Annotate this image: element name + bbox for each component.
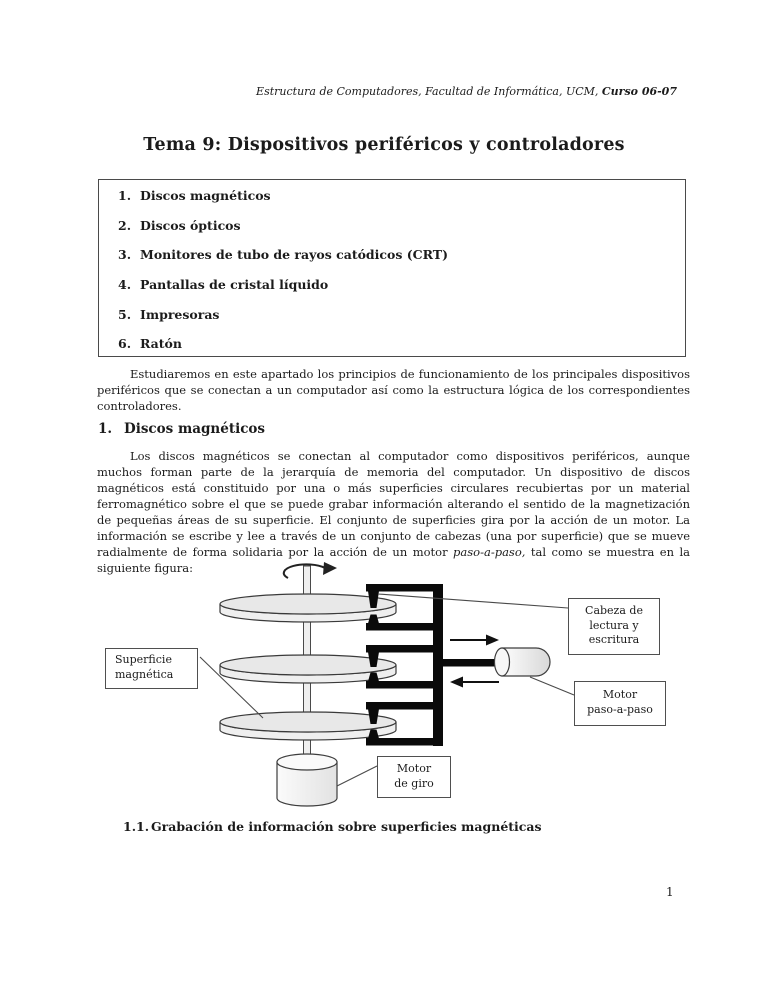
intro-paragraph: Estudiaremos en este apartado los princi… (97, 367, 690, 413)
connector-motor-giro (336, 765, 378, 787)
toc-item-number: 2. (118, 217, 132, 233)
connector-superficie (199, 656, 264, 719)
label-spin-motor: Motor de giro (377, 756, 451, 798)
running-header: Estructura de Computadores, Facultad de … (256, 85, 677, 98)
spin-motor-top (276, 753, 338, 771)
actuator-spine (433, 584, 443, 746)
label-stepper-motor: Motor paso-a-paso (574, 681, 666, 726)
section-1-number: 1. (98, 421, 113, 437)
section-1-1-title: Grabación de información sobre superfici… (151, 819, 542, 834)
platter-1-top (219, 593, 397, 615)
head-2-upper (368, 652, 379, 667)
disk-drive-diagram (199, 562, 575, 807)
header-course-text: Estructura de Computadores, Facultad de … (256, 85, 602, 98)
rotation-arrow (282, 563, 326, 579)
toc-item-2: 2. Discos ópticos (99, 217, 685, 249)
arm-2-bottom-bar (366, 681, 443, 689)
toc-item-label: Pantallas de cristal líquido (140, 277, 329, 293)
head-3-lower (368, 729, 379, 739)
arrow-right-head (486, 634, 499, 646)
topic-outline-box: 1. Discos magnéticos 2. Discos ópticos 3. M… (98, 179, 686, 357)
page-title: Tema 9: Dispositivos periféricos y contr… (143, 135, 625, 155)
toc-item-label: Ratón (140, 336, 182, 352)
toc-item-number: 3. (118, 247, 132, 263)
rotation-arrowhead (323, 562, 337, 575)
head-1-lower (368, 614, 379, 624)
connector-cabeza (377, 593, 569, 609)
head-3-upper (368, 709, 379, 724)
head-2-lower (368, 672, 379, 682)
stepper-motor-cap (493, 647, 511, 677)
arm-1-bottom-bar (366, 623, 443, 631)
toc-item-label: Monitores de tubo de rayos catódicos (CR… (140, 247, 449, 263)
toc-item-number: 6. (118, 336, 132, 352)
arm-3-bottom-bar (366, 738, 443, 746)
toc-item-6: 6. Ratón (99, 337, 685, 367)
page-number: 1 (666, 885, 674, 899)
label-read-write-head: Cabeza de lectura y escritura (568, 598, 660, 655)
header-term-text: Curso 06-07 (601, 85, 677, 98)
section-1-title: Discos magnéticos (124, 421, 266, 437)
paragraph-text: Los discos magnéticos se conectan al com… (97, 449, 690, 559)
toc-item-3: 3. Monitores de tubo de rayos catódicos (… (99, 248, 685, 278)
toc-item-number: 5. (118, 306, 132, 322)
section-1-heading: 1. Discos magnéticos (98, 421, 265, 437)
toc-item-number: 1. (118, 188, 132, 203)
disk-drive-figure: Cabeza de lectura y escritura Superficie… (0, 556, 768, 818)
toc-item-1: 1. Discos magnéticos (99, 189, 685, 219)
head-1-upper (368, 591, 379, 608)
connector-motor-paso (529, 676, 575, 696)
toc-item-label: Discos ópticos (140, 217, 241, 233)
toc-item-label: Discos magnéticos (140, 188, 271, 203)
arm-1-top-bar (366, 584, 443, 592)
actuator-rod (443, 659, 502, 667)
toc-item-5: 5. Impresoras (99, 306, 685, 338)
toc-item-4: 4. Pantallas de cristal líquido (99, 278, 685, 308)
label-magnetic-surface: Superficie magnética (105, 648, 198, 689)
arrow-left-head (450, 676, 463, 688)
toc-item-label: Impresoras (140, 306, 220, 322)
platter-3-top (219, 711, 397, 733)
toc-item-number: 4. (118, 277, 132, 293)
paragraph-italic-text: paso-a-paso, (453, 545, 526, 559)
section-1-1-number: 1.1. (123, 819, 150, 834)
platter-2-top (219, 654, 397, 676)
arm-3-top-bar (366, 702, 443, 710)
paragraph-text: tal como se muestra en la siguiente figu… (97, 545, 690, 575)
arm-2-top-bar (366, 645, 443, 653)
stepper-motor-body (501, 647, 551, 677)
spin-motor-body (276, 761, 338, 807)
section-1-1-heading: 1.1.Grabación de información sobre super… (123, 819, 542, 834)
section-1-paragraph: Los discos magnéticos se conectan al com… (97, 448, 690, 576)
